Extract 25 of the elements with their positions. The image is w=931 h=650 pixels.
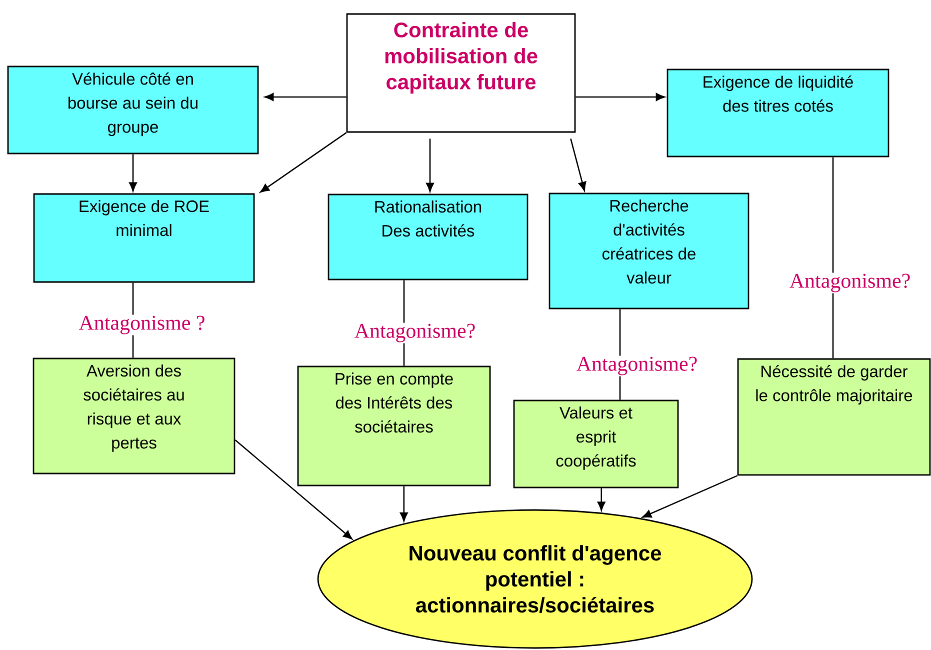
arrow bbox=[642, 475, 738, 518]
title-box: Contrainte de mobilisation de capitaux future bbox=[346, 13, 576, 133]
process-box: Valeurs et esprit coopératifs bbox=[513, 400, 679, 488]
arrow bbox=[576, 93, 665, 101]
process-box: Exigence de ROE minimal bbox=[33, 193, 255, 283]
arrow bbox=[264, 93, 346, 101]
process-box: Recherche d'activités créatrices de valeur bbox=[548, 192, 750, 310]
edge-label: Antagonisme? bbox=[575, 356, 699, 376]
process-box: Exigence de liquidité des titres cotés bbox=[666, 68, 890, 158]
arrow bbox=[260, 132, 347, 193]
process-box: Véhicule côté en bourse au sein du groupe bbox=[7, 66, 259, 154]
arrow bbox=[426, 138, 434, 192]
edge-label: Antagonisme? bbox=[788, 272, 912, 294]
process-box: Aversion des sociétaires au risque et aux pertes bbox=[32, 358, 236, 474]
arrow bbox=[570, 138, 586, 192]
process-box: Nécessité de garder le contrôle majoritaire bbox=[737, 358, 931, 476]
arrow bbox=[400, 486, 408, 522]
edge-label: Antagonisme ? bbox=[78, 314, 206, 336]
process-box: Rationalisation Des activités bbox=[328, 194, 528, 280]
connector-line bbox=[832, 157, 834, 358]
process-box: Prise en compte des Intérêts des sociétaires bbox=[297, 366, 491, 486]
arrow bbox=[234, 440, 352, 540]
arrow bbox=[129, 154, 137, 192]
arrow bbox=[597, 488, 606, 511]
edge-label: Antagonisme? bbox=[353, 322, 477, 344]
